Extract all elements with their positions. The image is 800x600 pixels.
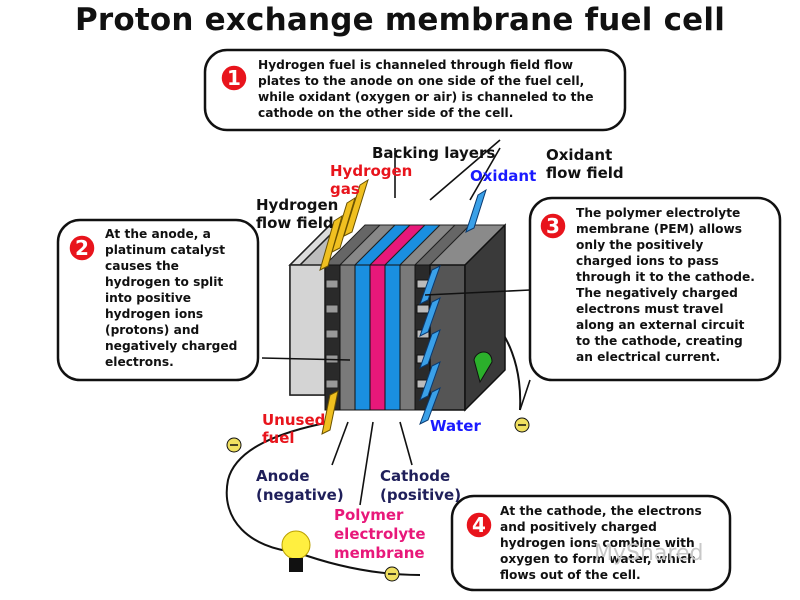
circuit-markers [226, 417, 530, 582]
callout-1: 1 Hydrogen fuel is channeled through fie… [203, 48, 627, 132]
callout-3: 3 The polymer electrolyte membrane (PEM)… [528, 196, 782, 382]
callout-2-number: 2 [75, 236, 89, 260]
callout-3-number: 3 [546, 214, 560, 238]
callout-2-text: At the anode, a platinum catalyst causes… [105, 227, 242, 369]
fuel-cell-stack [288, 223, 507, 412]
callout-4-number: 4 [472, 513, 486, 537]
light-bulb-icon [281, 530, 311, 572]
diagram-title: Proton exchange membrane fuel cell [74, 2, 726, 38]
hydrogen-flow-arrows [319, 178, 369, 435]
label-water: Water [430, 417, 481, 435]
oxidant-flow-arrows [419, 188, 487, 426]
label-cathode: Cathode (positive) [380, 467, 461, 504]
label-hydrogen-flow-field: Hydrogen flow field [256, 196, 344, 232]
callout-1-number: 1 [227, 66, 241, 90]
label-backing-layers: Backing layers [372, 144, 495, 162]
label-polymer-membrane: Polymer electrolyte membrane [334, 506, 431, 562]
leader-lines [261, 139, 531, 521]
callout-1-text: Hydrogen fuel is channeled through field… [258, 58, 598, 120]
label-oxidant: Oxidant [470, 167, 536, 185]
callout-4: 4 At the cathode, the electrons and posi… [450, 494, 732, 592]
label-unused-fuel: Unused fuel [262, 411, 331, 447]
callout-4-text: At the cathode, the electrons and positi… [500, 504, 706, 582]
label-anode: Anode (negative) [256, 467, 344, 504]
callout-2: 2 At the anode, a platinum catalyst caus… [56, 218, 260, 382]
label-hydrogen-gas: Hydrogen gas [330, 162, 418, 198]
callout-3-text: The polymer electrolyte membrane (PEM) a… [576, 206, 759, 364]
watermark: MyShared [594, 541, 704, 566]
circuit-connector [473, 351, 493, 384]
label-oxidant-flow-field: Oxidant flow field [546, 146, 624, 182]
